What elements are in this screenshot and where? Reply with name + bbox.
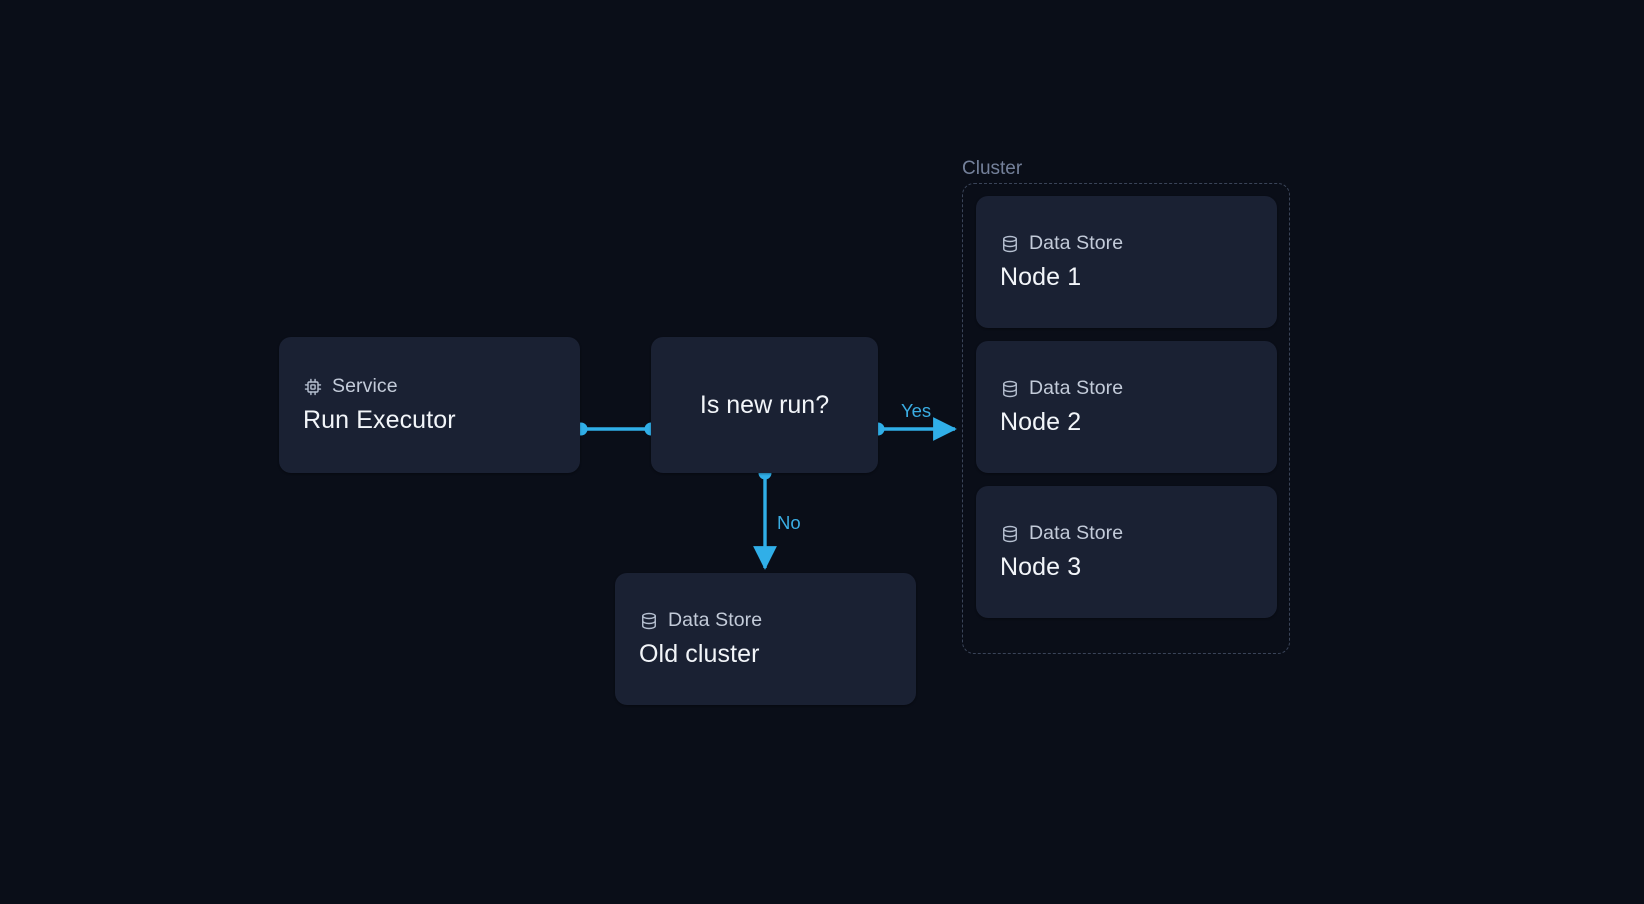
node-kind-label: Data Store: [1029, 232, 1124, 254]
node-header: Service: [303, 375, 556, 398]
edge-label-no: No: [777, 512, 801, 533]
cluster-container: [962, 183, 1290, 654]
edge-label-yes: Yes: [901, 400, 932, 421]
node-header: Data Store: [1000, 232, 1253, 255]
node-kind-label: Data Store: [1029, 522, 1124, 544]
edge-decision-yes: [871, 417, 957, 441]
node-kind-label: Data Store: [1029, 377, 1124, 399]
database-icon: [1000, 234, 1020, 254]
database-icon: [1000, 379, 1020, 399]
database-icon: [1000, 524, 1020, 544]
edge-decision-no: [753, 466, 777, 570]
node-run-executor[interactable]: Service Run Executor: [279, 337, 580, 473]
node-header: Data Store: [1000, 377, 1253, 400]
decision-is-new-run[interactable]: Is new run?: [651, 337, 878, 473]
node-header: Data Store: [1000, 522, 1253, 545]
node-title: Old cluster: [639, 640, 760, 668]
node-kind-label: Data Store: [668, 609, 763, 631]
node-title: Run Executor: [303, 406, 456, 434]
node-title: Node 1: [1000, 263, 1082, 291]
edge-executor-to-decision: [574, 422, 658, 436]
node-old-cluster[interactable]: Data Store Old cluster: [615, 573, 916, 705]
cpu-icon: [303, 377, 323, 397]
cluster-label: Cluster: [962, 158, 1023, 179]
database-icon: [639, 611, 659, 631]
node-header: Data Store: [639, 609, 892, 632]
node-kind-label: Service: [332, 375, 398, 397]
node-title: Node 2: [1000, 408, 1082, 436]
node-node-1[interactable]: Data Store Node 1: [976, 196, 1277, 328]
node-title: Node 3: [1000, 553, 1082, 581]
node-node-3[interactable]: Data Store Node 3: [976, 486, 1277, 618]
decision-label: Is new run?: [699, 390, 830, 419]
node-node-2[interactable]: Data Store Node 2: [976, 341, 1277, 473]
